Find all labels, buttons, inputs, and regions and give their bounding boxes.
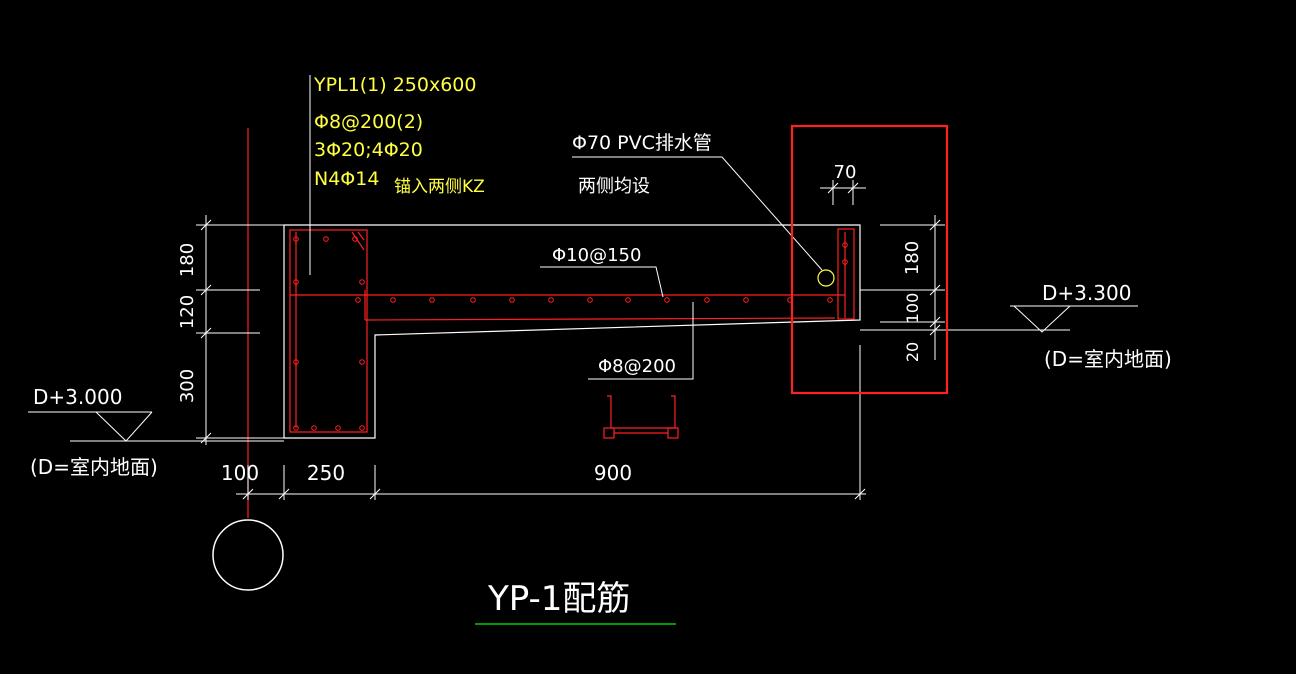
left-elevation-value: D+3.000 <box>33 385 122 409</box>
rebar-dots <box>293 236 848 431</box>
rebar-dot <box>429 297 435 303</box>
beam-callout-line4b: 锚入两侧KZ <box>394 177 485 197</box>
bottom-rebar-text: Φ8@200 <box>598 356 676 377</box>
rebar-dot <box>548 297 554 303</box>
dim-bottom-900: 900 <box>594 461 632 485</box>
left-elevation-marker: D+3.000 (D=室内地面) <box>28 385 284 479</box>
rebar-dot <box>470 297 476 303</box>
rebar-dot <box>293 359 299 365</box>
rebar-dot <box>293 425 299 431</box>
pipe-note-line2: 两侧均设 <box>578 176 650 197</box>
left-dimension <box>196 215 290 445</box>
top-rebar-label: Φ10@150 <box>540 245 664 298</box>
right-elevation-marker: D+3.300 (D=室内地面) <box>1010 281 1172 371</box>
pipe-note: Φ70 PVC排水管 两侧均设 <box>572 132 823 271</box>
beam-callout-line3: 3Φ20;4Φ20 <box>314 139 423 161</box>
beam-callout-line1: YPL1(1) 250x600 <box>313 74 476 96</box>
rebar-dot <box>352 236 358 242</box>
rebar-dot <box>311 425 317 431</box>
right-dimension <box>859 215 1070 500</box>
rebar-dot <box>335 425 341 431</box>
top-width-dimension <box>820 180 866 205</box>
rebar-dot <box>743 297 749 303</box>
end-stirrup <box>837 228 855 320</box>
rebar-dot <box>323 236 329 242</box>
axis-line <box>212 128 284 591</box>
rebar-dot <box>293 279 299 285</box>
axis-bubble <box>212 519 284 591</box>
rebar-dot <box>587 297 593 303</box>
rebar-dot <box>704 297 710 303</box>
dim-bottom-250: 250 <box>307 461 345 485</box>
dim-left-180: 180 <box>177 243 198 277</box>
dim-bottom-100: 100 <box>221 461 259 485</box>
highlight-box <box>790 124 949 395</box>
bottom-dimension <box>236 465 866 500</box>
rebar-dot <box>355 297 361 303</box>
beam-callout-line4a: N4Φ14 <box>314 168 379 190</box>
right-elevation-note: (D=室内地面) <box>1044 347 1172 371</box>
dim-top-70: 70 <box>834 162 857 183</box>
bottom-rebar-label: Φ8@200 <box>588 302 694 380</box>
rebar-dot <box>664 297 670 303</box>
left-elevation-note: (D=室内地面) <box>30 455 158 479</box>
rebar-dot <box>842 242 848 248</box>
rebar-dot <box>509 297 515 303</box>
dim-left-300: 300 <box>177 369 198 403</box>
beam-stirrup <box>289 229 368 433</box>
dim-right-20: 20 <box>903 342 922 362</box>
dim-right-100: 100 <box>903 293 922 324</box>
right-elevation-value: D+3.300 <box>1042 281 1131 305</box>
pipe-note-line1: Φ70 PVC排水管 <box>572 132 712 154</box>
beam-callout: YPL1(1) 250x600 Φ8@200(2) 3Φ20;4Φ20 N4Φ1… <box>313 74 485 197</box>
beam-callout-line2: Φ8@200(2) <box>314 111 423 133</box>
rebar-dot <box>359 425 365 431</box>
drawing-title: YP-1配筋 <box>487 579 630 619</box>
rebar-dot <box>625 297 631 303</box>
drain-pipe-circle <box>817 269 835 287</box>
top-rebar-text: Φ10@150 <box>552 245 641 266</box>
rebar-dot <box>390 297 396 303</box>
rebar-dot <box>359 359 365 365</box>
drawing-title-group: YP-1配筋 <box>475 579 676 625</box>
rebar-dot <box>827 297 833 303</box>
rebar-dot <box>359 279 365 285</box>
rebar-cage <box>289 228 855 433</box>
rebar-dot <box>842 259 848 265</box>
stirrup-detail <box>603 395 679 439</box>
dim-left-120: 120 <box>177 295 198 329</box>
rebar-dot <box>293 236 299 242</box>
dim-right-180: 180 <box>902 241 923 275</box>
